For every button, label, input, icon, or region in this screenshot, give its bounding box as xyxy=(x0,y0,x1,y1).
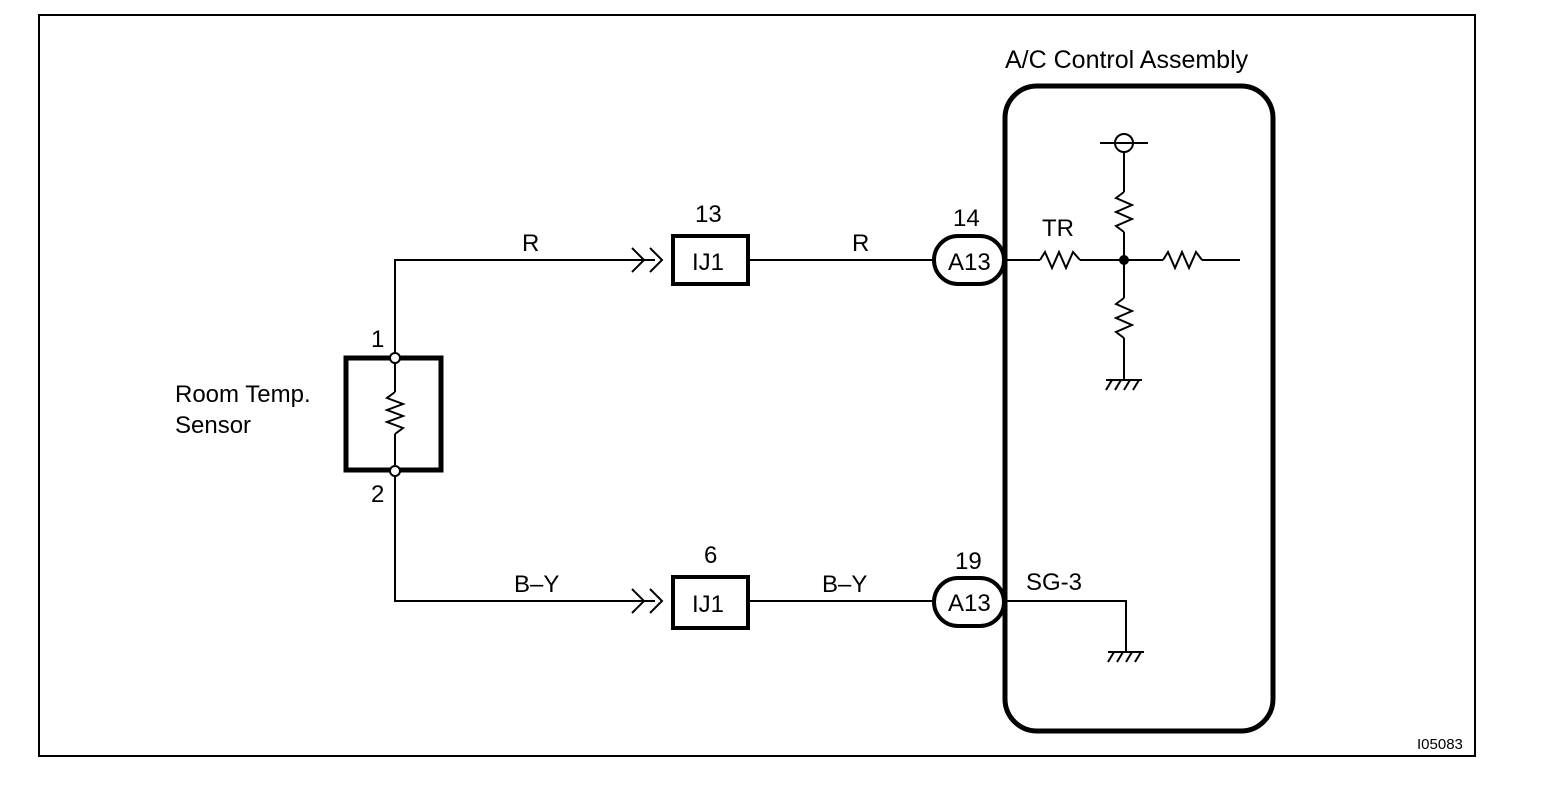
sensor-resistor-icon xyxy=(384,391,406,435)
ground-icon xyxy=(1105,379,1142,391)
wire-color-by-left: B–Y xyxy=(514,571,559,598)
sg3-label: SG-3 xyxy=(1026,569,1082,596)
ground-icon xyxy=(1107,651,1144,663)
sensor-label-line1: Room Temp. xyxy=(175,381,311,408)
ac-internal-circuit xyxy=(1004,133,1240,663)
junction-pin-6: 6 xyxy=(704,542,717,569)
sensor-label-line2: Sensor xyxy=(175,412,251,439)
ac-control-title: A/C Control Assembly xyxy=(1005,46,1249,74)
diagram-frame xyxy=(38,14,1476,757)
tr-resistor-icon xyxy=(1039,249,1081,271)
room-temp-sensor xyxy=(343,352,444,477)
ac-control-box xyxy=(1002,83,1276,734)
upper-resistor-icon xyxy=(1113,191,1135,233)
wire-color-by-right: B–Y xyxy=(822,571,867,598)
junction-pin-13: 13 xyxy=(695,201,722,228)
wire-r-left xyxy=(394,259,655,353)
lower-resistor-icon xyxy=(1113,297,1135,339)
sensor-box xyxy=(343,355,444,473)
sensor-pin-2: 2 xyxy=(371,481,384,508)
sensor-terminal-2 xyxy=(389,465,401,477)
wire-color-r-left: R xyxy=(522,230,539,257)
lower-circuit xyxy=(394,476,1006,630)
wire-color-r-right: R xyxy=(852,230,869,257)
sensor-terminal-1 xyxy=(389,352,401,364)
connector-label-lower: A13 xyxy=(948,590,991,617)
voltage-source-icon xyxy=(1100,133,1148,153)
connector-pin-14: 14 xyxy=(953,205,980,232)
connector-arrow-icon xyxy=(631,247,646,273)
upper-circuit xyxy=(394,234,1006,353)
junction-label-lower: IJ1 xyxy=(692,591,724,618)
sensor-pin-1: 1 xyxy=(371,326,384,353)
wire-by-left xyxy=(394,476,655,602)
junction-label-upper: IJ1 xyxy=(692,249,724,276)
junction-ij1-lower xyxy=(671,575,750,630)
right-resistor-icon xyxy=(1162,249,1203,271)
connector-pin-19: 19 xyxy=(955,548,982,575)
diagram-id: I05083 xyxy=(1417,736,1463,753)
connector-arrow-icon xyxy=(631,588,646,614)
connector-label-upper: A13 xyxy=(948,249,991,276)
tr-label: TR xyxy=(1042,215,1074,242)
